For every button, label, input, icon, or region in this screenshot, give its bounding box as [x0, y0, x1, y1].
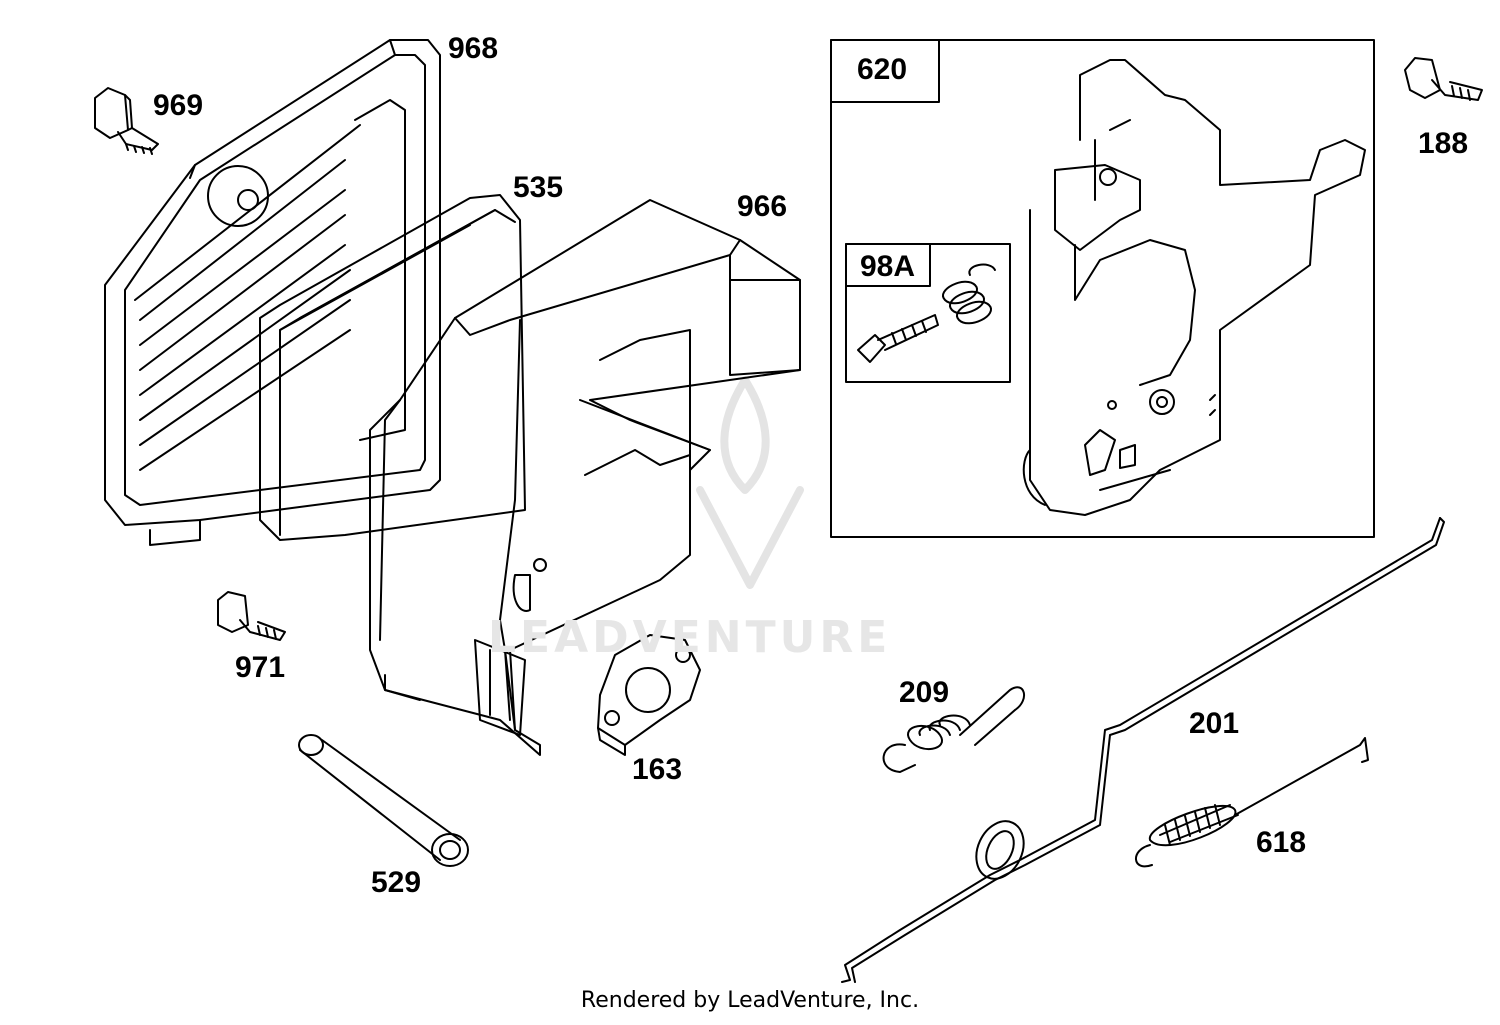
governor-rod-201 — [842, 518, 1444, 982]
watermark-logo — [700, 380, 800, 585]
air-filter-cover-968 — [105, 40, 440, 545]
air-cleaner-base-966 — [370, 200, 800, 755]
governor-bracket-620 — [1024, 60, 1365, 515]
bolt-971 — [218, 592, 285, 640]
tube-529 — [299, 735, 468, 866]
spring-209 — [884, 687, 1024, 772]
label-620: 620 — [857, 53, 908, 86]
bolt-188 — [1405, 58, 1482, 100]
box-620 — [831, 40, 1374, 537]
filter-element-535 — [260, 195, 525, 540]
screw-spring-98a — [858, 265, 995, 362]
label-971: 971 — [235, 651, 286, 684]
watermark-text: LEADVENTURE — [488, 612, 892, 663]
label-98a: 98A — [860, 250, 916, 283]
label-618: 618 — [1256, 826, 1307, 859]
label-188: 188 — [1418, 127, 1469, 160]
bolt-969 — [95, 88, 158, 154]
label-163: 163 — [632, 753, 683, 786]
label-209: 209 — [899, 676, 950, 709]
label-201: 201 — [1189, 707, 1240, 740]
label-535: 535 — [513, 171, 564, 204]
gasket-163 — [598, 635, 700, 755]
footer-credit: Rendered by LeadVenture, Inc. — [580, 988, 920, 1013]
label-966: 966 — [737, 190, 788, 223]
label-968: 968 — [448, 32, 499, 65]
spring-618 — [1136, 738, 1368, 866]
label-969: 969 — [153, 89, 204, 122]
label-529: 529 — [371, 866, 422, 899]
box-98a — [846, 244, 1010, 382]
